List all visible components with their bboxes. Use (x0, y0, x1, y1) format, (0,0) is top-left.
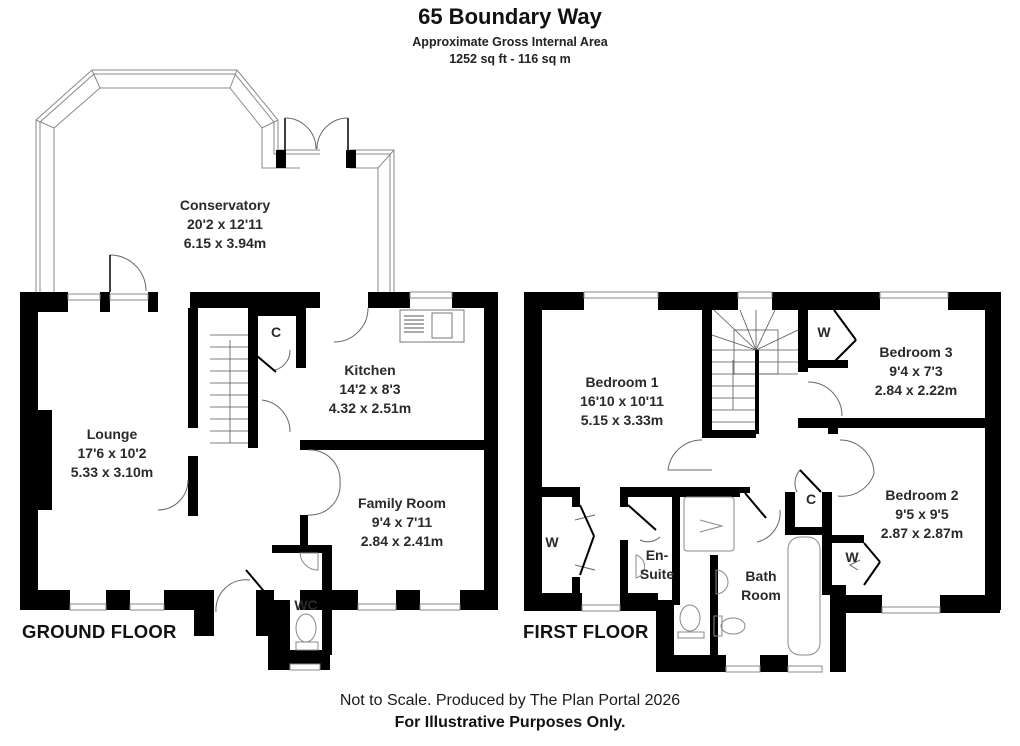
conservatory-french-doors (284, 117, 349, 150)
room-wardrobe-bedroom1: W (545, 534, 559, 550)
room-name-line1: Bath (745, 568, 777, 584)
area-value: 1252 sq ft - 116 sq m (449, 52, 571, 66)
room-size-imperial: 9'4 x 7'11 (371, 514, 433, 530)
room-cupboard-first: C (805, 491, 817, 507)
ground-floor-label: GROUND FLOOR (22, 621, 177, 642)
room-size-metric: 5.15 x 3.33m (580, 412, 664, 428)
room-wc: WC (294, 597, 318, 613)
room-cupboard-ground: C (270, 324, 282, 340)
room-name: Kitchen (344, 362, 396, 378)
room-size-imperial: 14'2 x 8'3 (339, 381, 401, 397)
illustrative-notice: For Illustrative Purposes Only. (394, 714, 626, 731)
room-name: Bedroom 1 (585, 374, 659, 390)
room-bedroom-3: Bedroom 3 9'4 x 7'3 2.84 x 2.22m (875, 343, 958, 400)
kitchen-sink (399, 309, 465, 343)
room-conservatory: Conservatory 20'2 x 12'11 6.15 x 3.94m (180, 196, 270, 253)
room-lounge: Lounge 17'6 x 10'2 5.33 x 3.10m (71, 425, 154, 482)
room-ensuite: En- Suite (640, 546, 674, 584)
property-title: 65 Boundary Way (418, 4, 602, 29)
room-name-line2: Suite (639, 566, 675, 582)
room-size-imperial: 9'5 x 9'5 (895, 506, 949, 522)
room-name: Lounge (86, 426, 138, 442)
room-size-metric: 4.32 x 2.51m (328, 400, 412, 416)
room-name: Family Room (358, 495, 446, 511)
first-floor-windows (581, 291, 949, 673)
room-name: Bedroom 2 (885, 487, 959, 503)
room-size-metric: 2.84 x 2.41m (360, 533, 444, 549)
conservatory-glazing (35, 69, 395, 292)
room-size-imperial: 17'6 x 10'2 (77, 445, 147, 461)
room-kitchen: Kitchen 14'2 x 8'3 4.32 x 2.51m (329, 361, 412, 418)
disclaimer-text: Not to Scale. Produced by The Plan Porta… (339, 692, 681, 709)
room-wardrobe-bedroom3: W (817, 324, 831, 340)
room-size-imperial: 16'10 x 10'11 (580, 393, 664, 409)
area-label: Approximate Gross Internal Area (412, 35, 608, 49)
room-size-imperial: 20'2 x 12'11 (187, 216, 263, 232)
room-size-metric: 2.84 x 2.22m (874, 382, 958, 398)
first-floor-plan (524, 291, 1001, 673)
room-bathroom: Bath Room (741, 567, 781, 605)
room-size-metric: 2.87 x 2.87m (880, 525, 964, 541)
first-floor-label: FIRST FLOOR (523, 621, 649, 642)
ground-stairs (210, 334, 248, 444)
room-bedroom-2: Bedroom 2 9'5 x 9'5 2.87 x 2.87m (881, 486, 964, 543)
room-family-room: Family Room 9'4 x 7'11 2.84 x 2.41m (358, 494, 446, 551)
ground-floor-plan (20, 69, 498, 671)
room-size-imperial: 9'4 x 7'3 (889, 363, 943, 379)
room-name-line1: En- (645, 547, 669, 563)
room-name: Bedroom 3 (879, 344, 953, 360)
ground-windows (67, 291, 461, 671)
first-stairs (711, 309, 799, 423)
room-name: Conservatory (179, 197, 271, 213)
room-size-metric: 5.33 x 3.10m (70, 464, 154, 480)
room-name-line2: Room (741, 587, 781, 603)
room-size-metric: 6.15 x 3.94m (183, 235, 267, 251)
room-wardrobe-bedroom2: W (845, 549, 859, 565)
room-bedroom-1: Bedroom 1 16'10 x 10'11 5.15 x 3.33m (580, 373, 664, 430)
